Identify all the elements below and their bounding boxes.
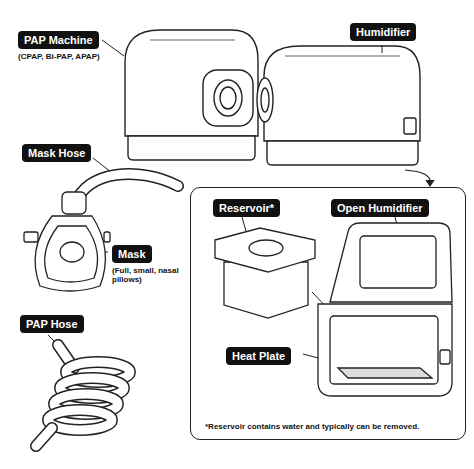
mask-drawing-part [24,232,38,242]
pap-machine-drawing-part [125,30,258,136]
part-name: PAP Machine [18,31,99,49]
pap-machine-drawing-part [203,70,253,126]
humidifier-drawing-part [285,55,400,56]
pap-hose-drawing-part [36,428,52,446]
part-label: Humidifier [350,22,416,41]
part-name: Humidifier [350,23,416,41]
open-humidifier-drawing-part [360,236,436,288]
footnote: *Reservoir contains water and typically … [205,422,455,431]
part-name: Heat Plate [226,347,291,365]
open-humidifier-drawing-part [338,368,432,378]
pap-machine-drawing-part [150,39,235,40]
part-label: PAP Machine (CPAP, Bi-PAP, APAP) [18,30,100,61]
mask-hose-drawing-part [75,174,178,205]
humidifier-drawing-part [404,118,416,134]
pap-machine-drawing [125,30,258,160]
leader-line-part [93,158,111,172]
reservoir-drawing [215,228,315,318]
reservoir-drawing-part [249,240,283,256]
mask-drawing-part [104,232,110,242]
reservoir-drawing-part [215,228,315,272]
pap-machine-drawing-part [220,87,236,109]
part-subtitle: (CPAP, Bi-PAP, APAP) [18,52,100,61]
humidifier-drawing-part [267,141,418,165]
part-label: Heat Plate [226,346,291,365]
part-label: Reservoir* [213,198,280,217]
pointer-arrow-part [426,180,434,186]
leader-line-part [242,217,246,231]
humidifier-drawing-part [264,46,420,141]
mask-drawing-part [45,226,98,282]
pap-machine-drawing-part [214,80,242,116]
part-label: Mask Hose [22,143,91,162]
mask-hose-drawing-part [75,174,178,205]
part-label: Open Humidifier [331,198,429,217]
part-subtitle: (Full, small, nasal pillows) [112,266,180,284]
leader-line-part [102,40,124,56]
part-name: Mask Hose [22,144,91,162]
part-name: Open Humidifier [331,199,429,217]
part-label: Mask (Full, small, nasal pillows) [112,244,180,284]
pointer-arrow [405,170,434,186]
pap-hose-drawing-part [36,428,52,446]
open-humidifier-drawing-part [440,350,450,364]
pap-hose-drawing [36,345,130,446]
leader-line-part [382,45,383,53]
open-humidifier-drawing [318,223,452,396]
mask-drawing-part [62,192,86,214]
mask-drawing-part [60,242,84,262]
pap-machine-drawing-part [128,136,255,160]
open-humidifier-drawing-part [330,223,452,302]
part-name: Mask [112,245,152,263]
inset-panel: *Reservoir contains water and typically … [190,187,466,440]
open-humidifier-drawing-part [318,304,452,396]
part-label: PAP Hose [20,314,84,333]
mask-drawing [24,192,110,291]
humidifier-drawing [257,46,420,165]
humidifier-drawing-part [261,88,269,112]
mask-hose-drawing [75,174,178,205]
part-name: PAP Hose [20,315,84,333]
humidifier-drawing-part [257,78,273,122]
mask-drawing-part [35,216,105,291]
open-humidifier-drawing-part [330,316,438,384]
part-name: Reservoir* [213,199,280,217]
